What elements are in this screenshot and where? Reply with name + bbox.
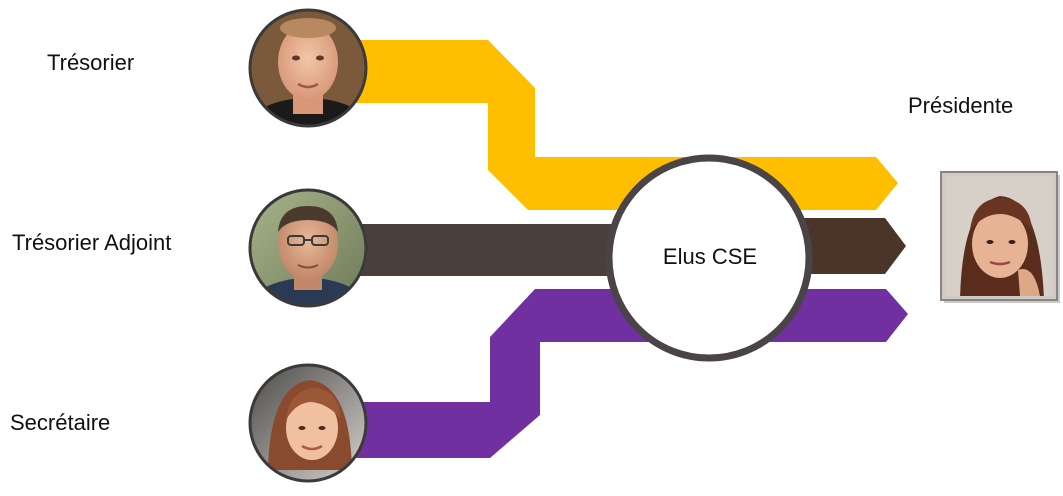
- avatar-presidente: [940, 171, 1060, 303]
- avatar-secretaire: [248, 363, 368, 483]
- label-tresorier: Trésorier: [47, 50, 135, 75]
- arrow-to-presidente: [790, 218, 906, 274]
- avatar-tresorier-adjoint: [248, 188, 368, 308]
- label-tresorier-adjoint: Trésorier Adjoint: [12, 230, 172, 255]
- label-presidente: Présidente: [908, 93, 1014, 118]
- hub-label: Elus CSE: [662, 244, 758, 269]
- stream-tresorier: [345, 40, 898, 210]
- label-secretaire: Secrétaire: [10, 410, 111, 435]
- stream-tresorier-adjoint: [345, 224, 645, 276]
- avatar-tresorier: [248, 8, 368, 128]
- hub-circle: [605, 154, 813, 362]
